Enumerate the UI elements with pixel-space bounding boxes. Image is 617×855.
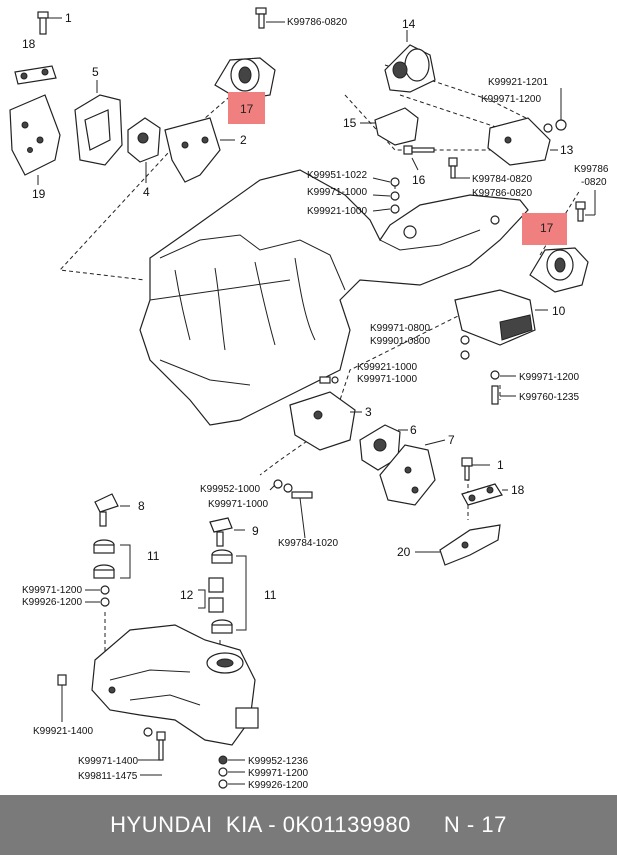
bracket-2 xyxy=(164,117,235,183)
callout-15: 15 xyxy=(343,116,357,130)
callout-6: 6 xyxy=(410,423,417,437)
bracket-18-lower xyxy=(461,483,508,506)
insulator-5 xyxy=(74,80,123,166)
engine-block xyxy=(139,169,529,426)
code-k99921-1201: K99921-1201 xyxy=(488,77,548,88)
footer-gap xyxy=(411,812,444,838)
code-k99971-1000-low: K99971-1000 xyxy=(208,499,268,510)
code-k99971-1000-top: K99971-1000 xyxy=(307,187,367,198)
callout-18-lower: 18 xyxy=(511,483,525,497)
callout-11-left: 11 xyxy=(147,549,160,563)
callout-5: 5 xyxy=(92,65,99,79)
callout-17-right: 17 xyxy=(540,221,554,235)
code-0820-short: -0820 xyxy=(581,177,607,188)
callout-18-top: 18 xyxy=(22,37,36,51)
nuts-bottom-center xyxy=(218,755,245,789)
callout-4: 4 xyxy=(143,185,150,199)
bracket-20 xyxy=(415,524,501,566)
bushing-11-left xyxy=(93,539,131,579)
mount-bracket-19 xyxy=(9,94,61,185)
bolt-k99786-right xyxy=(448,157,470,179)
callout-10: 10 xyxy=(552,304,566,318)
code-k99784-0820: K99784-0820 xyxy=(472,174,532,185)
callout-8: 8 xyxy=(138,499,145,513)
code-k99971-1200-left: K99971-1200 xyxy=(22,585,82,596)
footer-brand-part: HYUNDAI KIA - 0K01139980 xyxy=(110,812,411,837)
parts-diagram: 1 18 5 19 4 2 17 14 15 16 13 17 10 3 6 7… xyxy=(9,7,609,791)
bolt-1-lower xyxy=(461,457,490,481)
code-k99784-1020: K99784-1020 xyxy=(278,538,338,549)
bolt-right-upper xyxy=(575,190,596,222)
bolt-top-center xyxy=(255,7,285,29)
mount-10 xyxy=(454,289,548,346)
code-k99971-1200-top: K99971-1200 xyxy=(481,94,541,105)
code-k99971-1200-right: K99971-1200 xyxy=(519,372,579,383)
bolt-1-top xyxy=(37,11,62,35)
callout-2: 2 xyxy=(240,133,247,147)
nuts-left-bottom xyxy=(85,585,110,607)
mount-6 xyxy=(359,424,408,471)
nuts-left-mid xyxy=(269,479,313,539)
callout-17-top: 17 xyxy=(240,102,254,116)
callout-16: 16 xyxy=(412,173,426,187)
code-k99971-1200-bottom: K99971-1200 xyxy=(248,768,308,779)
callout-14: 14 xyxy=(402,17,416,31)
code-k99971-0800: K99971-0800 xyxy=(370,323,430,334)
callout-11-right: 11 xyxy=(264,588,277,602)
insulator-14 xyxy=(384,30,436,93)
code-k99786-short: K99786 xyxy=(574,164,609,175)
code-k99926-1200-left: K99926-1200 xyxy=(22,597,82,608)
code-k99952-1236: K99952-1236 xyxy=(248,756,308,767)
bolt-k99811-1475 xyxy=(138,727,166,776)
callout-12: 12 xyxy=(180,588,194,602)
code-k99926-1200-bottom: K99926-1200 xyxy=(248,780,308,791)
callout-1-top: 1 xyxy=(65,11,72,25)
footer-page: N - 17 xyxy=(443,812,507,837)
code-k99951-1022: K99951-1022 xyxy=(307,170,367,181)
nuts-center-mid xyxy=(319,376,339,384)
insulator-7 xyxy=(379,439,446,506)
callout-19: 19 xyxy=(32,187,46,201)
part-code-labels: K99786-0820 K99921-1201 K99971-1200 K999… xyxy=(22,17,609,791)
bracket-3 xyxy=(289,391,362,451)
code-k99901-0800: K99901-0800 xyxy=(370,336,430,347)
bushings-11-12-right xyxy=(198,549,247,634)
callout-9: 9 xyxy=(252,524,259,538)
bracket-15 xyxy=(360,107,419,146)
callout-13: 13 xyxy=(560,143,574,157)
code-k99786-0820-top: K99786-0820 xyxy=(287,17,347,28)
bracket-8 xyxy=(94,493,130,527)
callout-20: 20 xyxy=(397,545,411,559)
code-k99971-1000-mid: K99971-1000 xyxy=(357,374,417,385)
code-k99921-1000-top: K99921-1000 xyxy=(307,206,367,217)
code-k99811-1475: K99811-1475 xyxy=(78,771,138,782)
bolt-k99921-1400 xyxy=(57,674,67,722)
callout-1-lower: 1 xyxy=(497,458,504,472)
bracket-13 xyxy=(487,117,558,166)
nuts-10 xyxy=(460,335,516,405)
code-k99921-1000-mid: K99921-1000 xyxy=(357,362,417,373)
mount-4 xyxy=(127,117,161,183)
code-k99786-0820-right: K99786-0820 xyxy=(472,188,532,199)
callout-highlight-17-top xyxy=(228,92,265,124)
callout-7: 7 xyxy=(448,433,455,447)
differential-housing xyxy=(91,624,259,746)
footer-bar: HYUNDAI KIA - 0K01139980 N - 17 xyxy=(0,795,617,855)
code-k99952-1000: K99952-1000 xyxy=(200,484,260,495)
code-k99921-1400: K99921-1400 xyxy=(33,726,93,737)
code-k99971-1400: K99971-1400 xyxy=(78,756,138,767)
bracket-9 xyxy=(209,517,245,547)
bracket-18-top xyxy=(14,65,57,85)
engine-mount-exploded-view: 1 18 5 19 4 2 17 14 15 16 13 17 10 3 6 7… xyxy=(9,7,609,791)
callout-highlight-17-right xyxy=(522,213,567,245)
bolt-16 xyxy=(403,145,435,171)
code-k99760-1235: K99760-1235 xyxy=(519,392,579,403)
nuts-center-stack xyxy=(372,177,400,214)
insulator-17-right xyxy=(529,247,589,293)
nuts-top-right xyxy=(543,88,567,133)
callout-numbers: 1 18 5 19 4 2 17 14 15 16 13 17 10 3 6 7… xyxy=(22,11,574,602)
callout-3: 3 xyxy=(365,405,372,419)
